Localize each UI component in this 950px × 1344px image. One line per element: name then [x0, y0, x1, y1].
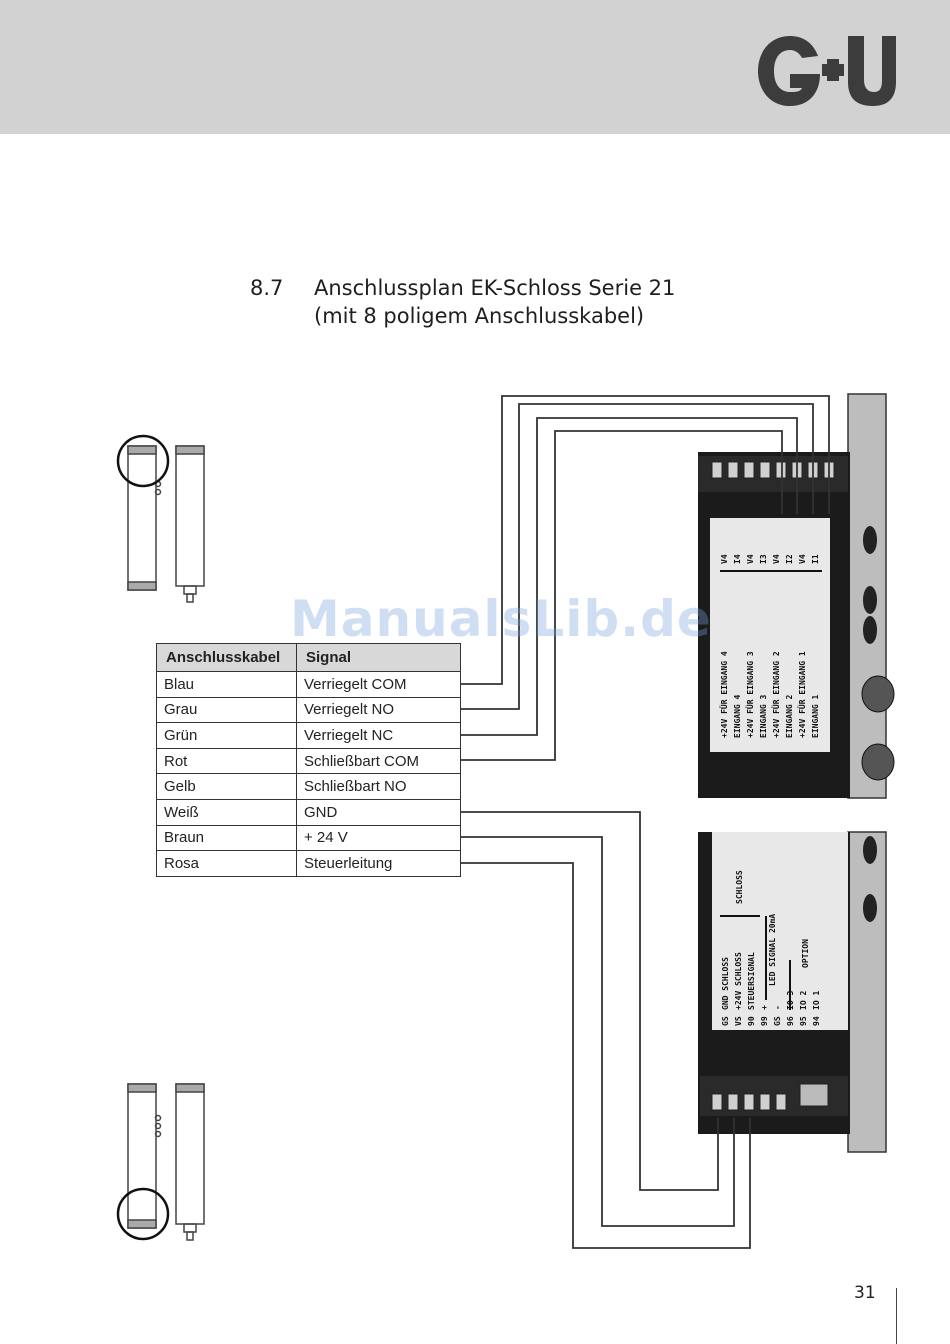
signal: GND	[296, 798, 461, 826]
section-number: 8.7	[250, 276, 284, 300]
bottom-code-1: VS	[734, 1016, 743, 1026]
wire-rosa	[461, 862, 751, 1249]
top-code-3: I3	[759, 554, 768, 564]
cable-color: Grau	[156, 696, 297, 724]
table-header-row: Anschlusskabel Signal	[156, 643, 461, 672]
bottom-label-3: +	[760, 1005, 769, 1010]
col-header-cable: Anschlusskabel	[156, 643, 297, 672]
group-option-label: OPTION	[801, 939, 810, 968]
cable-color: Rosa	[156, 850, 297, 877]
signal: Schließbart COM	[296, 747, 461, 775]
bottom-label-5: IO 3	[786, 991, 795, 1010]
top-code-5: I2	[785, 554, 794, 564]
gu-logo	[758, 36, 896, 106]
lock-illustration-bottom	[116, 1083, 205, 1241]
section-title-line2: (mit 8 poligem Anschlusskabel)	[314, 304, 645, 328]
module-top	[698, 452, 850, 798]
bottom-label-2: STEUERSIGNAL	[747, 952, 756, 1010]
module-bottom-labels: GND SCHLOSS +24V SCHLOSS STEUERSIGNAL + …	[721, 870, 821, 1026]
group-schloss-label: SCHLOSS	[735, 870, 744, 904]
wire-blau	[461, 395, 830, 685]
cable-color: Grün	[156, 722, 297, 749]
signal: Verriegelt NC	[296, 722, 461, 749]
top-code-0: V4	[720, 554, 729, 564]
bottom-code-7: 94	[812, 1016, 821, 1026]
bottom-code-5: 96	[786, 1016, 795, 1026]
signal: Verriegelt NO	[296, 696, 461, 724]
signal: Schließbart NO	[296, 773, 461, 800]
top-code-2: V4	[746, 554, 755, 564]
signal: + 24 V	[296, 824, 461, 852]
bottom-code-2: 90	[747, 1016, 756, 1026]
group-led-label: LED SIGNAL 20mA	[768, 914, 777, 986]
top-label-3: EINGANG 3	[759, 694, 768, 738]
page-header-band	[0, 0, 950, 134]
page-number: 31	[854, 1283, 876, 1303]
top-label-1: EINGANG 4	[733, 694, 742, 738]
wire-gruen	[461, 417, 798, 736]
wire-rot	[461, 430, 783, 761]
wire-grau	[461, 403, 814, 710]
top-label-6: +24V FÜR EINGANG 1	[797, 651, 807, 738]
top-label-4: +24V FÜR EINGANG 2	[771, 651, 781, 738]
cable-color: Weiß	[156, 798, 297, 826]
module-top-labels: +24V FÜR EINGANG 4 EINGANG 4 +24V FÜR EI…	[719, 554, 820, 738]
lock-illustration-top	[116, 434, 205, 603]
col-header-signal: Signal	[296, 643, 461, 672]
bottom-label-7: IO 1	[812, 991, 821, 1010]
top-code-6: V4	[798, 554, 807, 564]
page-number-rule	[896, 1288, 897, 1344]
watermark: ManualsLib.de	[290, 590, 712, 648]
cable-color: Braun	[156, 824, 297, 852]
bottom-code-4: GS	[773, 1016, 782, 1026]
top-label-0: +24V FÜR EINGANG 4	[719, 651, 729, 738]
wire-braun	[461, 836, 735, 1227]
signal: Steuerleitung	[296, 850, 461, 877]
top-code-1: I4	[733, 554, 742, 564]
bottom-label-0: GND SCHLOSS	[721, 957, 730, 1010]
cable-color: Rot	[156, 747, 297, 775]
cable-color: Gelb	[156, 773, 297, 800]
table-row: Braun+ 24 V	[156, 824, 461, 852]
bottom-code-3: 99	[760, 1016, 769, 1026]
top-label-7: EINGANG 1	[811, 694, 820, 738]
bottom-code-0: GS	[721, 1016, 730, 1026]
bottom-label-1: +24V SCHLOSS	[734, 952, 743, 1010]
signal: Verriegelt COM	[296, 671, 461, 698]
mounting-rail	[847, 393, 895, 1153]
terminals-bottom	[711, 1083, 829, 1111]
top-code-4: V4	[772, 554, 781, 564]
top-label-2: +24V FÜR EINGANG 3	[745, 651, 755, 738]
bottom-label-4: -	[773, 1005, 782, 1010]
bottom-label-6: IO 2	[799, 991, 808, 1010]
wires	[461, 395, 830, 1249]
cable-color: Blau	[156, 671, 297, 698]
section-title-line1: Anschlussplan EK-Schloss Serie 21	[314, 276, 676, 300]
top-code-7: I1	[811, 554, 820, 564]
bottom-code-6: 95	[799, 1016, 808, 1026]
wire-weiss	[461, 811, 719, 1191]
top-label-5: EINGANG 2	[785, 694, 794, 738]
